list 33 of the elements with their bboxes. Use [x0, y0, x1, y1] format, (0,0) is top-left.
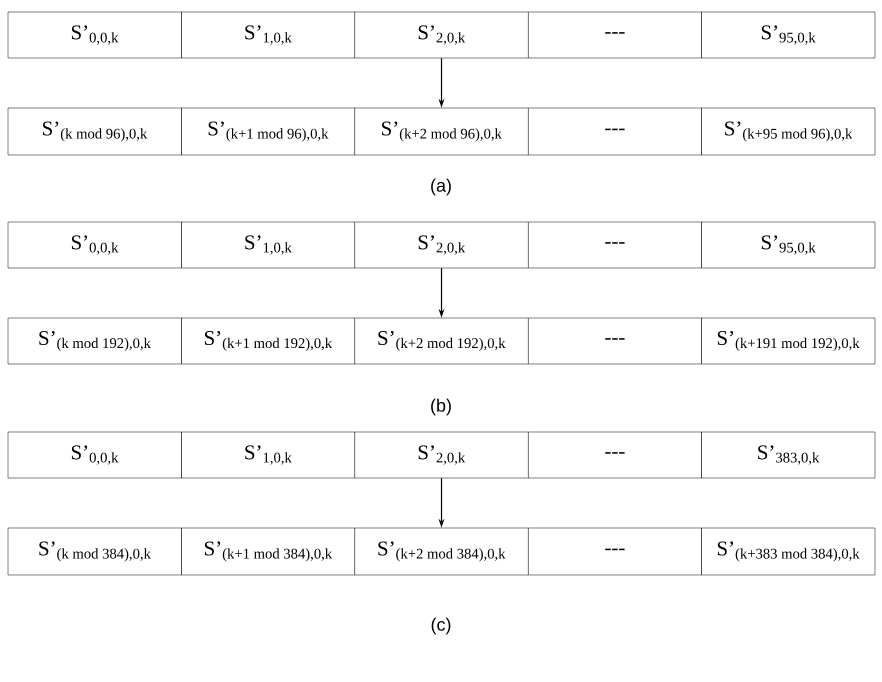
table-cell: $\text{S’}_{\text{(k+383 mod 384),0,k}}$	[701, 528, 876, 576]
table-cell: $\text{S’}_{\text{(k+191 mod 192),0,k}}$	[701, 318, 876, 364]
panel-label: (a)	[431, 178, 451, 196]
table-cell: $\text{-{}-{}-}$	[528, 12, 702, 58]
table-cell: $\text{-{}-{}-}$	[528, 432, 702, 478]
table-cell: $\text{S’}_{\text{95,0,k}}$	[701, 12, 876, 58]
table-cell: $\text{S’}_{\text{0,0,k}}$	[8, 432, 182, 478]
table-cell: $\text{S’}_{\text{(k mod 384),0,k}}$	[8, 528, 182, 576]
table-cell: $\text{S’}_{\text{1,0,k}}$	[181, 222, 356, 268]
table-cell: $\text{S’}_{\text{1,0,k}}$	[181, 12, 356, 58]
table-cell: $\text{S’}_{\text{(k mod 96),0,k}}$	[8, 108, 182, 156]
table-cell: $\text{-{}-{}-}$	[528, 108, 702, 156]
table-cell: $\text{S’}_{\text{(k+1 mod 192),0,k}}$	[181, 318, 356, 364]
table-cell: $\text{-{}-{}-}$	[528, 222, 702, 268]
table-cell: $\text{S’}_{\text{2,0,k}}$	[354, 432, 528, 478]
table-cell: $\text{S’}_{\text{(k+95 mod 96),0,k}}$	[701, 108, 876, 156]
table-cell: $\text{S’}_{\text{(k+2 mod 96),0,k}}$	[354, 108, 528, 156]
table-cell: $\text{S’}_{\text{2,0,k}}$	[354, 12, 528, 58]
table-cell: $\text{-{}-{}-}$	[528, 528, 702, 576]
table-cell: $\text{S’}_{\text{(k+2 mod 384),0,k}}$	[354, 528, 528, 576]
table-cell: $\text{S’}_{\text{(k+2 mod 192),0,k}}$	[354, 318, 528, 364]
table-cell: $\text{S’}_{\text{0,0,k}}$	[8, 222, 182, 268]
panel-label: (c)	[432, 618, 450, 634]
table-cell: $\text{S’}_{\text{(k+1 mod 96),0,k}}$	[181, 108, 356, 156]
table-cell: $\text{S’}_{\text{0,0,k}}$	[8, 12, 182, 58]
table-cell: $\text{S’}_{\text{1,0,k}}$	[181, 432, 356, 478]
table-cell: $\text{S’}_{\text{(k mod 192),0,k}}$	[8, 318, 182, 364]
panel-label: (b)	[431, 398, 451, 416]
table-cell: $\text{S’}_{\text{2,0,k}}$	[354, 222, 528, 268]
table-cell: $\text{S’}_{\text{383,0,k}}$	[701, 432, 876, 478]
table-cell: $\text{S’}_{\text{(k+1 mod 384),0,k}}$	[181, 528, 356, 576]
table-cell: $\text{S’}_{\text{95,0,k}}$	[701, 222, 876, 268]
table-cell: $\text{-{}-{}-}$	[528, 318, 702, 364]
